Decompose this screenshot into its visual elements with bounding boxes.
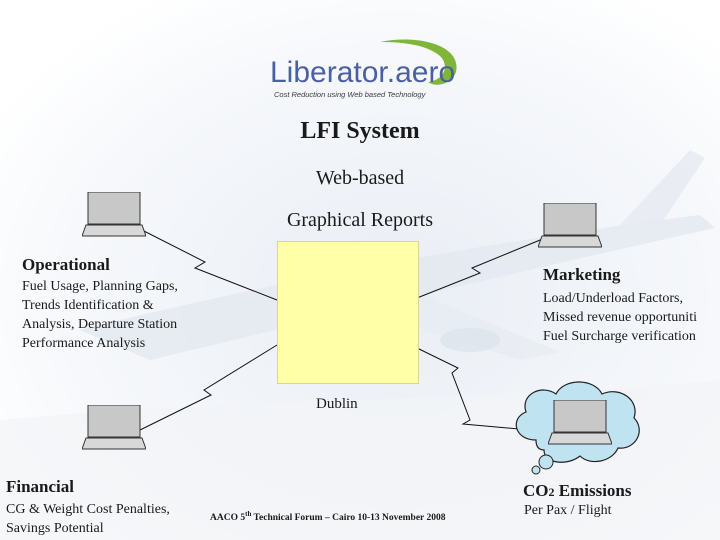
marketing-line: Fuel Surcharge verification xyxy=(543,329,696,344)
central-server-box xyxy=(277,241,419,384)
laptop-icon xyxy=(82,405,146,450)
operational-line: Fuel Usage, Planning Gaps, xyxy=(22,279,178,294)
link-marketing xyxy=(416,237,546,299)
financial-description: CG & Weight Cost Penalties, Savings Pote… xyxy=(6,500,170,538)
system-title: LFI System xyxy=(300,118,420,144)
operational-description: Fuel Usage, Planning Gaps, Trends Identi… xyxy=(22,277,178,353)
laptop-icon xyxy=(538,203,602,248)
footer-superscript: th xyxy=(245,510,252,518)
footer-prefix: AACO 5 xyxy=(210,513,246,524)
logo-tagline: Cost Reduction using Web based Technolog… xyxy=(274,90,426,99)
financial-heading: Financial xyxy=(6,477,75,496)
emissions-heading: CO2 Emissions xyxy=(523,481,632,501)
server-location-label: Dublin xyxy=(316,396,358,412)
graphical-reports-title: Graphical Reports xyxy=(286,209,434,231)
liberator-logo: Liberator.aero Cost Reduction using Web … xyxy=(270,36,470,106)
emissions-description: Per Pax / Flight xyxy=(524,503,612,518)
marketing-line: Missed revenue opportuniti xyxy=(543,310,697,325)
operational-heading: Operational xyxy=(22,255,110,274)
footer-suffix: Technical Forum – Cairo 10-13 November 2… xyxy=(251,513,446,524)
operational-line: Performance Analysis xyxy=(22,336,146,351)
link-financial xyxy=(139,344,278,431)
emissions-heading-prefix: CO xyxy=(523,481,549,500)
footer-caption: AACO 5th Technical Forum – Cairo 10-13 N… xyxy=(210,510,445,523)
operational-line: Trends Identification & xyxy=(22,298,154,313)
marketing-line: Load/Underload Factors, xyxy=(543,291,683,306)
emissions-heading-suffix: Emissions xyxy=(554,481,632,500)
financial-line: CG & Weight Cost Penalties, xyxy=(6,502,170,517)
financial-line: Savings Potential xyxy=(6,521,104,536)
logo-swoosh-icon xyxy=(380,39,457,85)
marketing-heading: Marketing xyxy=(543,265,621,284)
operational-line: Analysis, Departure Station xyxy=(22,317,178,332)
link-operational xyxy=(137,227,278,301)
laptop-icon xyxy=(82,192,146,237)
laptop-icon xyxy=(548,400,612,445)
link-emissions xyxy=(416,347,531,431)
logo-wordmark: Liberator.aero xyxy=(270,56,456,89)
marketing-description: Load/Underload Factors, Missed revenue o… xyxy=(543,289,697,346)
web-based-title: Web-based xyxy=(315,167,405,189)
emissions-heading-subscript: 2 xyxy=(548,485,555,499)
